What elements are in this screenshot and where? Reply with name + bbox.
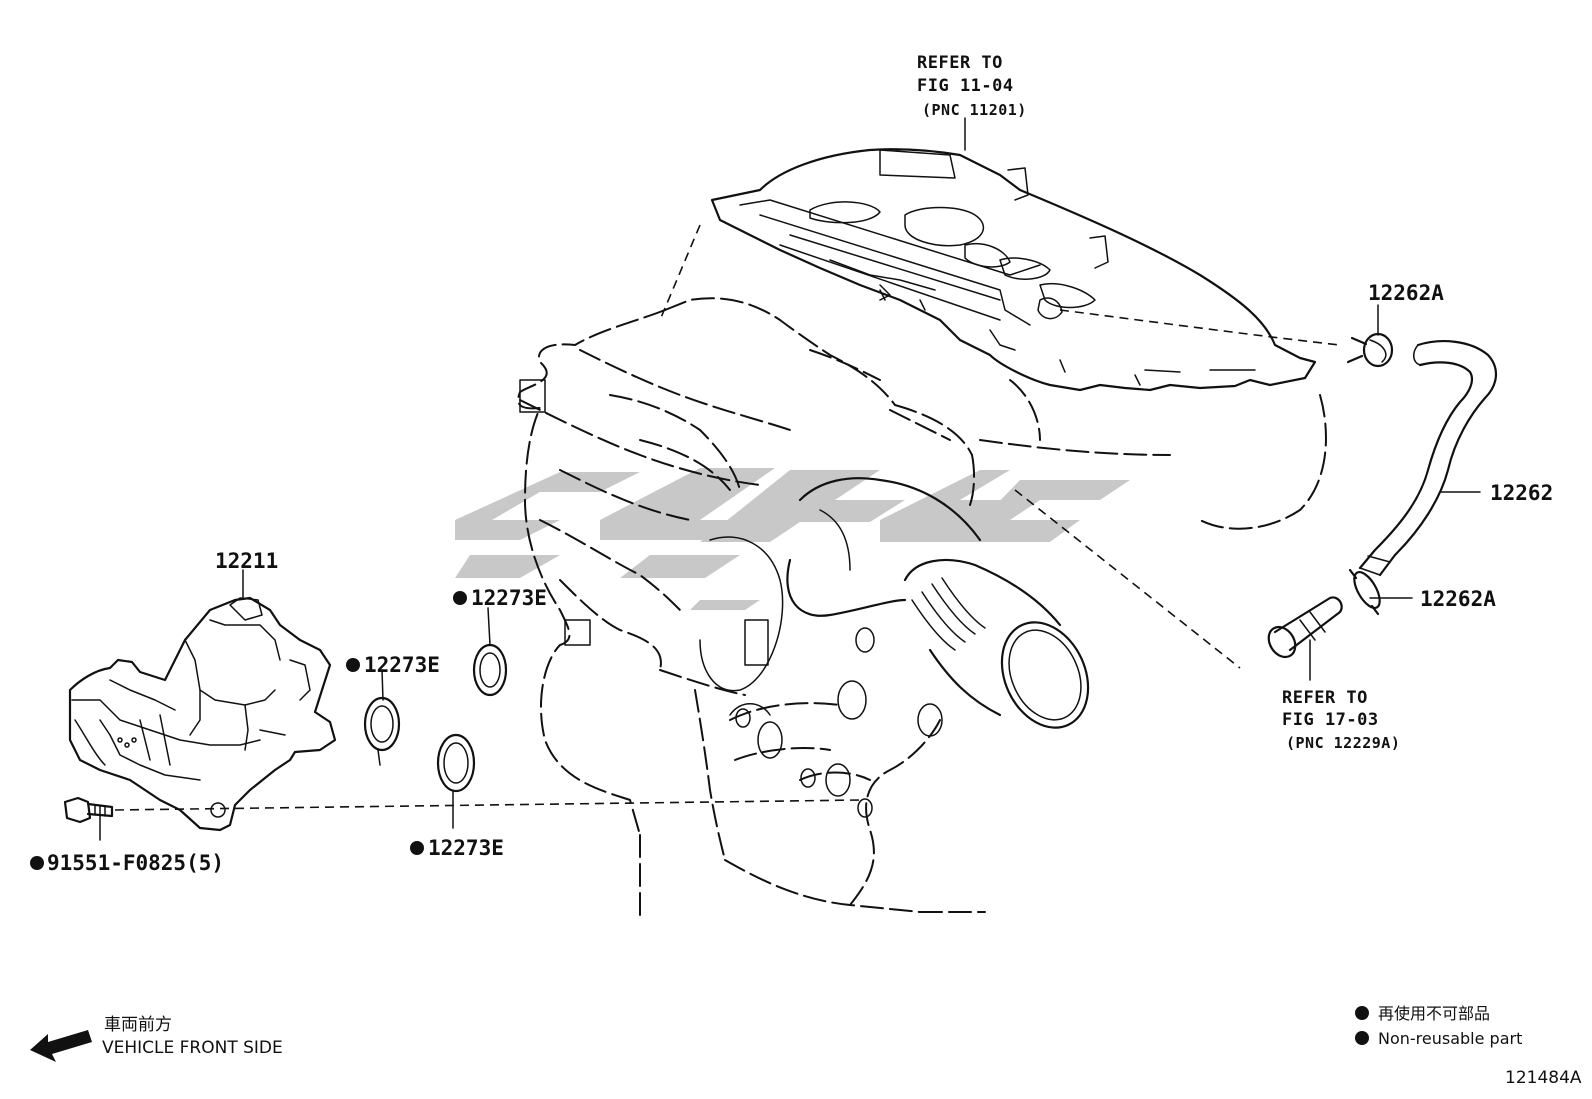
front-label-jp: 車両前方 [104,1015,172,1035]
front-arrow-icon [30,1030,92,1062]
front-label-en: VEHICLE FRONT SIDE [102,1038,283,1058]
non-reusable-dot [30,856,44,870]
ref-right-label: REFER TO FIG 17-03 (PNC 12229A) [1282,688,1400,752]
ref-right-line1: REFER TO [1282,688,1368,708]
gasket-group [363,643,508,793]
ref-top-line1: REFER TO [917,53,1003,73]
ref-top-line3: (PNC 11201) [922,101,1027,119]
part-label-hose: 12262 [1490,481,1553,505]
engine-detail-features [519,379,943,818]
ventilation-hose [1358,340,1497,577]
legend-label-en: Non-reusable part [1378,1029,1522,1048]
figure-code: 121484A [1505,1068,1582,1088]
part-label-clamp-top: 12262A [1368,281,1444,305]
flange-bolt [63,796,114,824]
legend-dot-icon [1355,1006,1369,1020]
watermark-logo [455,468,1130,610]
part-label-gasket-b: 12273E [364,653,440,677]
ref-right-line3: (PNC 12229A) [1286,734,1400,752]
part-label-clamp-bottom: 12262A [1420,587,1496,611]
non-reusable-dot [410,841,424,855]
hose-clamp-bottom [1348,568,1381,616]
pcv-connector [1267,596,1343,659]
ref-top-label: REFER TO FIG 11-04 (PNC 11201) [917,53,1027,119]
engine-block-outline [517,297,1327,916]
hose-clamp-top [1346,332,1394,368]
part-label-separator: 12211 [215,549,278,573]
ref-top-line2: FIG 11-04 [917,76,1014,96]
non-reusable-dot [346,658,360,672]
part-label-gasket-a: 12273E [471,586,547,610]
legend-dot-icon [1355,1031,1369,1045]
ref-right-line2: FIG 17-03 [1282,710,1379,730]
cylinder-head-cover [659,148,1341,392]
vehicle-front-indicator: 車両前方 VEHICLE FRONT SIDE [30,1015,283,1062]
non-reusable-dot [453,591,467,605]
oil-separator [68,596,337,832]
part-label-gasket-c: 12273E [428,836,504,860]
legend: 再使用不可部品 Non-reusable part [1355,1004,1522,1048]
part-label-bolt: 91551-F0825(5) [47,851,224,875]
air-intake-duct [699,477,1090,729]
leader-lines [99,117,1481,841]
legend-label-jp: 再使用不可部品 [1378,1004,1490,1023]
